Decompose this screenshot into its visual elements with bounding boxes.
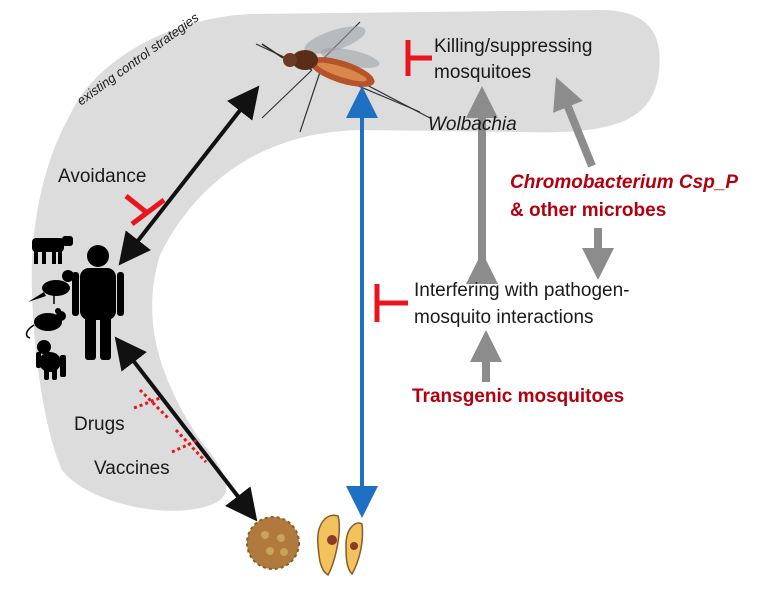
mouse-icon	[25, 308, 66, 339]
label-wolbachia: Wolbachia	[428, 114, 517, 135]
inhibit-drugs	[133, 388, 170, 420]
inhibit-interfering	[374, 284, 408, 322]
label-killing-line2: mosquitoes	[434, 62, 532, 83]
inhibit-killing	[405, 40, 432, 76]
label-transgenic: Transgenic mosquitoes	[412, 386, 625, 407]
human-icon	[72, 245, 124, 360]
inhibit-vaccines	[171, 428, 208, 464]
label-drugs: Drugs	[74, 414, 125, 435]
label-killing-line1: Killing/suppressing	[434, 36, 593, 57]
bird-icon	[28, 270, 80, 304]
virus-icon	[246, 516, 300, 570]
background-region	[31, 10, 660, 511]
arrow-host-pathogen	[114, 336, 258, 522]
parasite-icon	[317, 514, 364, 577]
label-interfering-line2: mosquito interactions	[414, 307, 594, 328]
arrow-mosquito-host	[118, 85, 260, 266]
label-avoidance: Avoidance	[58, 166, 147, 187]
inhibit-avoidance	[124, 194, 166, 226]
label-vaccines: Vaccines	[94, 458, 170, 479]
label-interfering-line1: Interfering with pathogen-	[414, 280, 630, 301]
monkey-icon	[36, 340, 66, 380]
cow-icon	[32, 236, 73, 264]
label-other-microbes: & other microbes	[510, 200, 667, 221]
mosquito-icon	[255, 21, 431, 133]
label-chromobacterium: Chromobacterium Csp_P	[510, 172, 739, 193]
arrow-chromo-killing	[553, 77, 596, 168]
